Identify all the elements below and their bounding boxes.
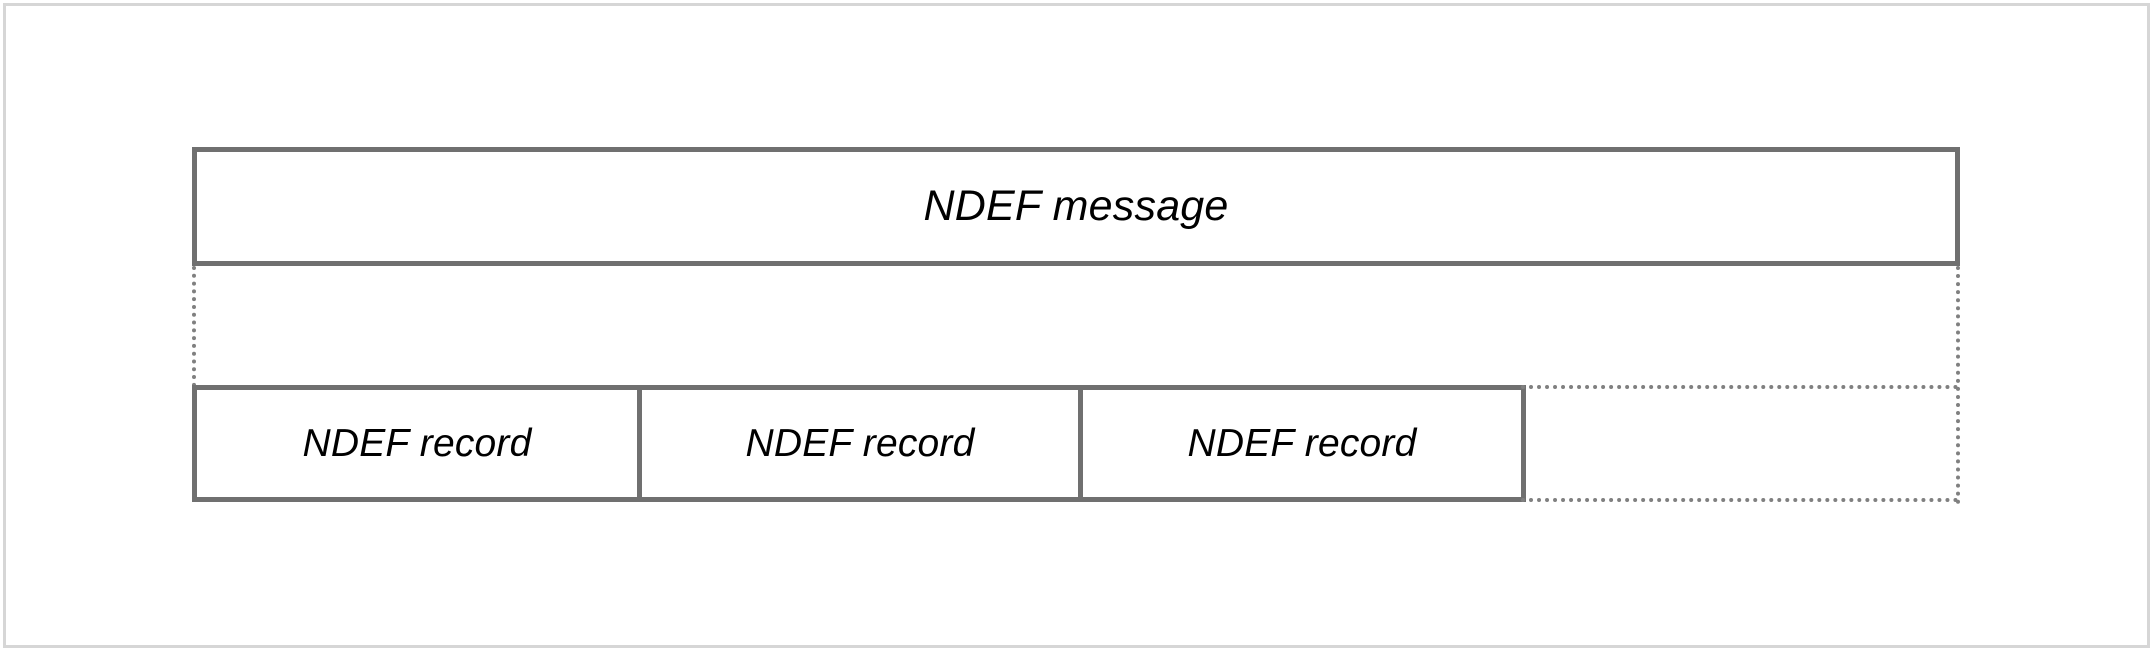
- ndef-record-row: NDEF record NDEF record NDEF record: [192, 385, 1958, 502]
- ndef-record-box-3: NDEF record: [1078, 385, 1526, 502]
- ndef-record-label-1: NDEF record: [302, 422, 532, 465]
- ndef-record-box-1: NDEF record: [192, 385, 642, 502]
- ndef-message-box: NDEF message: [192, 147, 1960, 266]
- expansion-connector-right: [1956, 266, 1960, 504]
- ndef-record-box-2: NDEF record: [637, 385, 1083, 502]
- ndef-message-label: NDEF message: [923, 182, 1229, 230]
- expansion-connector-left: [192, 266, 196, 387]
- ndef-record-continuation-placeholder: [1521, 385, 1958, 502]
- ndef-record-label-3: NDEF record: [1187, 422, 1417, 465]
- page-frame: [3, 3, 2150, 648]
- ndef-record-label-2: NDEF record: [745, 422, 975, 465]
